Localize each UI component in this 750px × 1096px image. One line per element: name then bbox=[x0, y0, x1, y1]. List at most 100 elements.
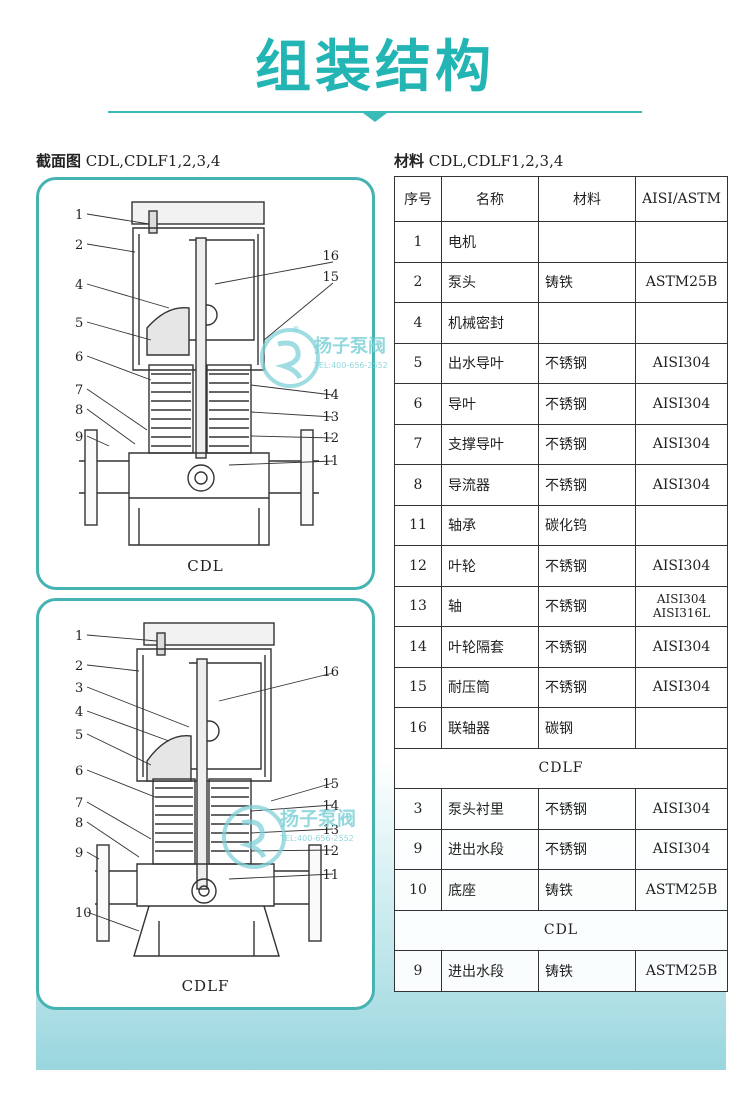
table-header-row: 序号 名称 材料 AISI/ASTM bbox=[394, 176, 728, 222]
callout-number: 15 bbox=[322, 777, 339, 792]
callout-number: 14 bbox=[322, 388, 339, 403]
cell-name: 轴 bbox=[441, 585, 539, 627]
cell-standard: AISI304 bbox=[635, 342, 728, 384]
callout-number: 9 bbox=[75, 430, 83, 445]
cell-standard: AISI304 bbox=[635, 464, 728, 506]
group-label-cdl: CDL bbox=[394, 909, 728, 951]
callout-number: 12 bbox=[322, 431, 339, 446]
watermark-brand: 扬子泵阀 bbox=[280, 807, 356, 830]
watermark-tel: TEL:400-656-2552 bbox=[279, 834, 354, 843]
watermark: 扬子泵阀 TEL:400-656-2552 bbox=[218, 795, 378, 879]
cell-name: 电机 bbox=[441, 221, 539, 263]
table-group-row: CDL bbox=[394, 909, 728, 951]
diagram-caption: CDLF bbox=[181, 977, 230, 995]
callout-number: 1 bbox=[75, 208, 83, 223]
page-title: 组装结构 bbox=[255, 35, 495, 100]
cell-no: 4 bbox=[394, 302, 442, 344]
impeller-stack bbox=[152, 778, 252, 865]
cell-standard: AISI304 bbox=[635, 788, 728, 830]
section-models: CDL,CDLF1,2,3,4 bbox=[428, 152, 564, 170]
cell-material: 铸铁 bbox=[538, 950, 636, 992]
header-material: 材料 bbox=[538, 176, 636, 222]
brand-logo-icon: 扬子泵阀 TEL:400-656-2552 bbox=[222, 805, 356, 869]
cell-no: 11 bbox=[394, 504, 442, 546]
cell-name: 耐压筒 bbox=[441, 666, 539, 708]
cell-standard bbox=[635, 302, 728, 344]
cell-no: 8 bbox=[394, 464, 442, 506]
cell-standard bbox=[635, 221, 728, 263]
cell-name: 底座 bbox=[441, 869, 539, 911]
callout-number: 4 bbox=[75, 278, 83, 293]
group-label-cdlf: CDLF bbox=[394, 747, 728, 789]
cell-name: 导流器 bbox=[441, 464, 539, 506]
diagram-caption: CDL bbox=[187, 557, 224, 575]
cell-no: 5 bbox=[394, 342, 442, 384]
cell-material: 碳钢 bbox=[538, 707, 636, 749]
watermark-mark: ® bbox=[292, 325, 300, 334]
cell-standard: ASTM25B bbox=[635, 261, 728, 303]
callout-number: 8 bbox=[75, 403, 83, 418]
cell-name: 导叶 bbox=[441, 383, 539, 425]
header-standard: AISI/ASTM bbox=[635, 176, 728, 222]
cell-material: 不锈钢 bbox=[538, 342, 636, 384]
cell-material: 不锈钢 bbox=[538, 383, 636, 425]
cell-name: 进出水段 bbox=[441, 828, 539, 870]
callout-number: 6 bbox=[75, 350, 83, 365]
title-divider bbox=[108, 111, 642, 113]
callout-number: 7 bbox=[75, 796, 83, 811]
cell-material: 碳化钨 bbox=[538, 504, 636, 546]
callout-number: 1 bbox=[75, 629, 83, 644]
watermark-brand: 扬子泵阀 bbox=[314, 335, 386, 357]
callout-number: 6 bbox=[75, 764, 83, 779]
watermark-tel: TEL:400-656-2552 bbox=[313, 361, 388, 370]
cell-standard-line: AISI316L bbox=[652, 606, 711, 621]
section-heading-cross-section: 截面图 CDL,CDLF1,2,3,4 bbox=[36, 150, 220, 171]
cell-standard: ASTM25B bbox=[635, 869, 728, 911]
cell-name: 联轴器 bbox=[441, 707, 539, 749]
cell-material: 不锈钢 bbox=[538, 788, 636, 830]
cell-material: 不锈钢 bbox=[538, 626, 636, 668]
callout-number: 5 bbox=[75, 728, 83, 743]
section-label: 材料 bbox=[394, 152, 425, 170]
callout-number: 13 bbox=[322, 823, 339, 838]
cell-standard bbox=[635, 707, 728, 749]
cell-name: 出水导叶 bbox=[441, 342, 539, 384]
cell-standard bbox=[635, 504, 728, 546]
callout-number: 2 bbox=[75, 238, 83, 253]
callout-number: 10 bbox=[75, 906, 92, 921]
callout-number: 4 bbox=[75, 705, 83, 720]
title-arrow-icon bbox=[363, 113, 387, 122]
header-name: 名称 bbox=[441, 176, 539, 222]
callout-number: 3 bbox=[75, 681, 83, 696]
cell-material: 不锈钢 bbox=[538, 423, 636, 465]
cell-name: 支撑导叶 bbox=[441, 423, 539, 465]
cell-no: 6 bbox=[394, 383, 442, 425]
cell-no: 9 bbox=[394, 828, 442, 870]
cell-no: 2 bbox=[394, 261, 442, 303]
callout-number: 2 bbox=[75, 659, 83, 674]
cell-name: 叶轮 bbox=[441, 545, 539, 587]
watermark: ® 扬子泵阀 TEL:400-656-2552 bbox=[256, 322, 406, 396]
cell-name: 叶轮隔套 bbox=[441, 626, 539, 668]
cell-material: 不锈钢 bbox=[538, 545, 636, 587]
cell-name: 轴承 bbox=[441, 504, 539, 546]
callout-number: 14 bbox=[322, 799, 339, 814]
callout-number: 15 bbox=[322, 270, 339, 285]
cell-no: 15 bbox=[394, 666, 442, 708]
cell-no: 14 bbox=[394, 626, 442, 668]
callout-number: 11 bbox=[322, 868, 339, 883]
cell-no: 9 bbox=[394, 950, 442, 992]
